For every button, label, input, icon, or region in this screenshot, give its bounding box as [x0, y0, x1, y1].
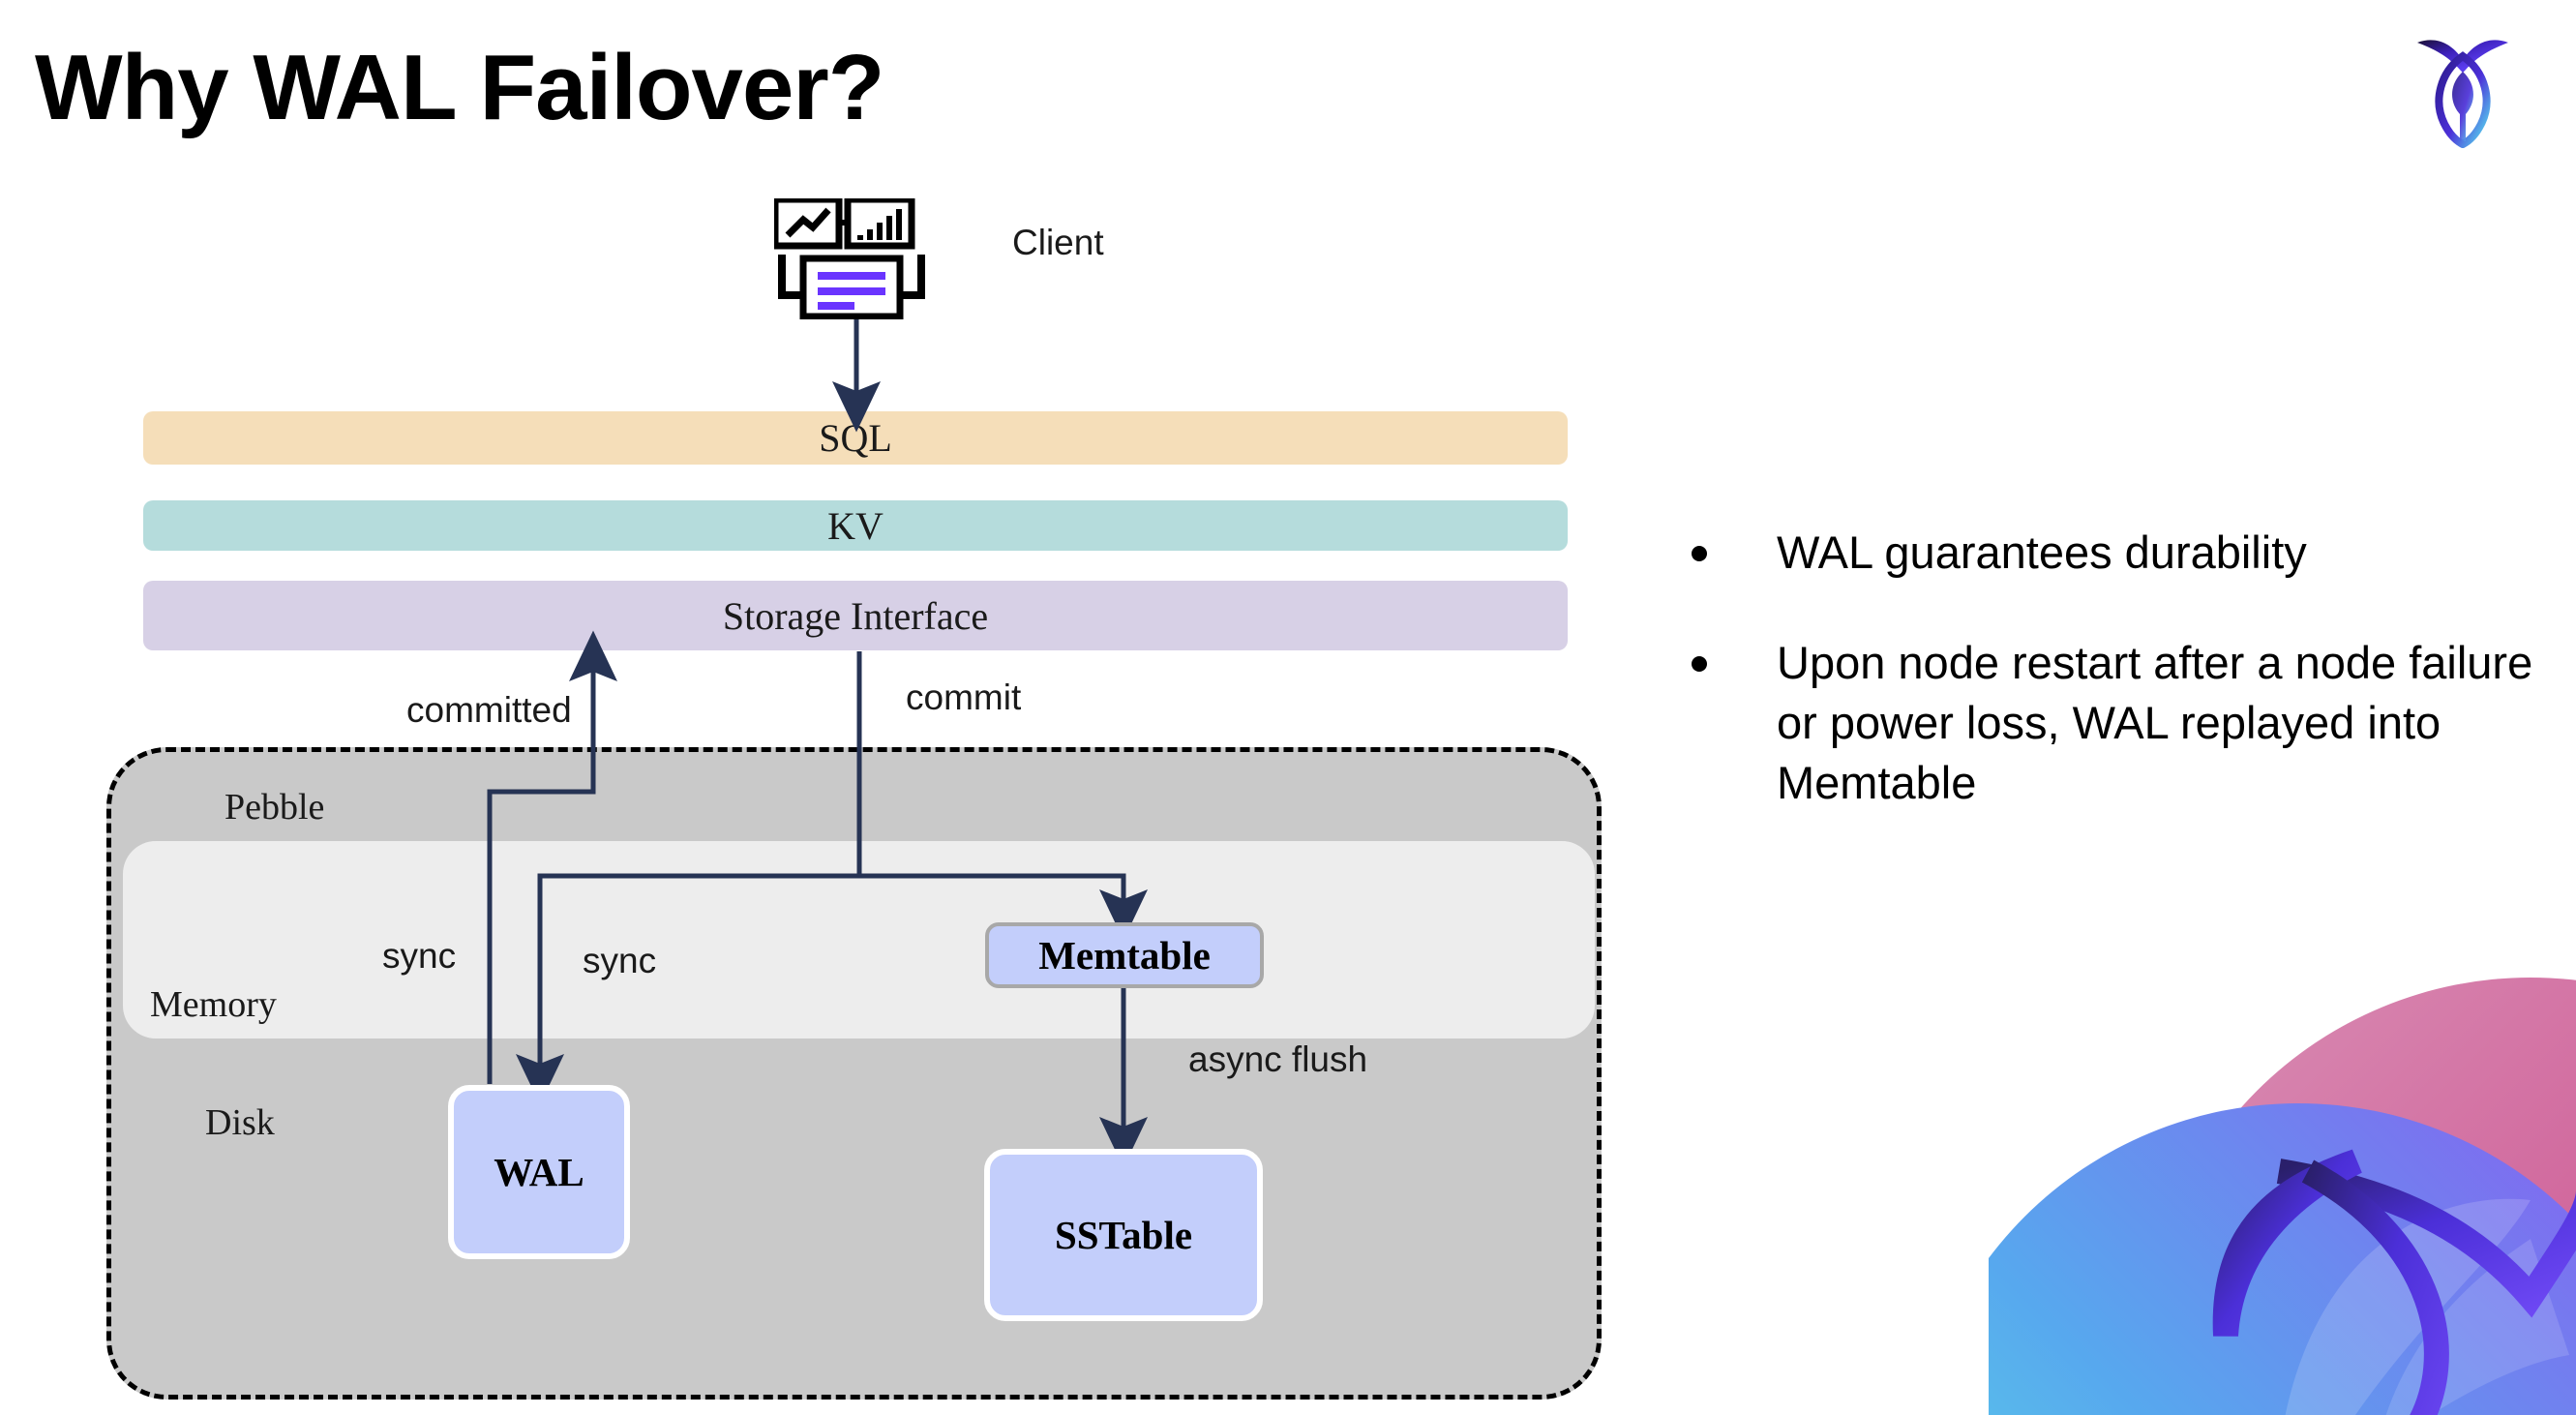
- disk-label: Disk: [205, 1102, 275, 1143]
- layer-label-storage-interface: Storage Interface: [722, 593, 989, 638]
- edge-label-async-flush: async flush: [1188, 1039, 1368, 1079]
- bullet-dot-icon: [1692, 546, 1707, 561]
- layer-bar-kv: KV: [143, 500, 1568, 551]
- edge-label-sync-left: sync: [382, 936, 457, 976]
- layer-label-sql: SQL: [819, 416, 892, 460]
- memory-region: [123, 841, 1595, 1039]
- pebble-label: Pebble: [225, 787, 325, 828]
- node-sstable: SSTable: [984, 1149, 1263, 1321]
- cockroachdb-logo-icon: [2410, 27, 2516, 149]
- memory-label: Memory: [150, 984, 277, 1025]
- bullet-text: WAL guarantees durability: [1777, 527, 2307, 578]
- node-memtable: Memtable: [985, 922, 1264, 988]
- list-item: WAL guarantees durability: [1692, 523, 2543, 583]
- edge-label-sync-right: sync: [583, 941, 657, 980]
- pebble-container: [106, 747, 1602, 1400]
- client-devices-icon: [771, 196, 929, 320]
- bullet-dot-icon: [1692, 656, 1707, 673]
- node-label-wal: WAL: [494, 1150, 584, 1194]
- list-item: Upon node restart after a node failure o…: [1692, 633, 2543, 813]
- layer-bar-storage-interface: Storage Interface: [143, 581, 1568, 650]
- layer-label-kv: KV: [827, 503, 884, 548]
- decorative-logo-watermark: [1989, 948, 2576, 1415]
- bullet-text: Upon node restart after a node failure o…: [1777, 637, 2533, 809]
- node-label-sstable: SSTable: [1054, 1213, 1193, 1257]
- bullet-list: WAL guarantees durability Upon node rest…: [1692, 523, 2543, 863]
- edge-label-commit: commit: [906, 677, 1022, 717]
- node-wal: WAL: [448, 1085, 630, 1259]
- client-label: Client: [1012, 223, 1104, 262]
- architecture-diagram: Client SQL KV Storage Interface Pebble M…: [106, 196, 1602, 1400]
- edge-label-committed: committed: [406, 690, 572, 730]
- layer-bar-sql: SQL: [143, 411, 1568, 465]
- node-label-memtable: Memtable: [1038, 933, 1211, 978]
- page-title: Why WAL Failover?: [35, 36, 884, 139]
